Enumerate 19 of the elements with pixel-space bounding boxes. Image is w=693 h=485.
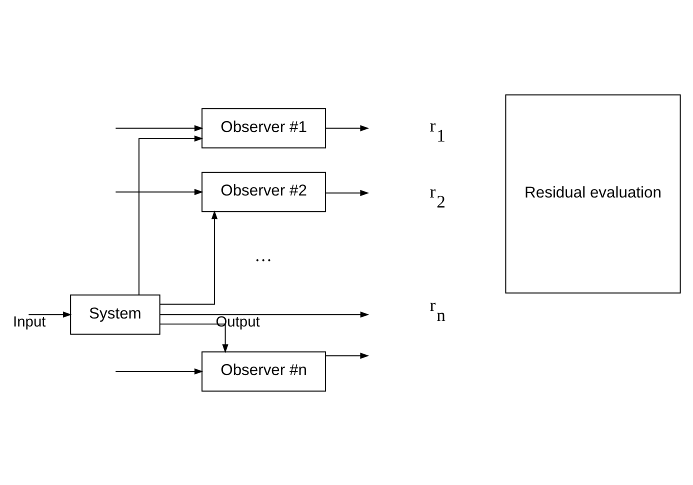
node-box: Observer #1 [202,108,326,148]
node-box: Observer #2 [202,171,326,212]
arrow [325,352,370,358]
edge-label: Input [13,314,46,330]
arrow [160,323,228,353]
arrow [115,124,204,131]
arrow [159,210,218,304]
arrow [115,368,204,374]
edge-label: Output [216,314,260,330]
arrow [28,311,72,318]
arrow [325,189,370,196]
node-box: Observer #n [202,350,326,392]
arrow [325,124,370,131]
node-box: System [70,294,160,334]
node-box: Residual evaluation [505,94,681,293]
arrow [115,188,204,195]
label: … [254,244,272,265]
arrow [159,311,370,318]
arrow [138,134,204,295]
